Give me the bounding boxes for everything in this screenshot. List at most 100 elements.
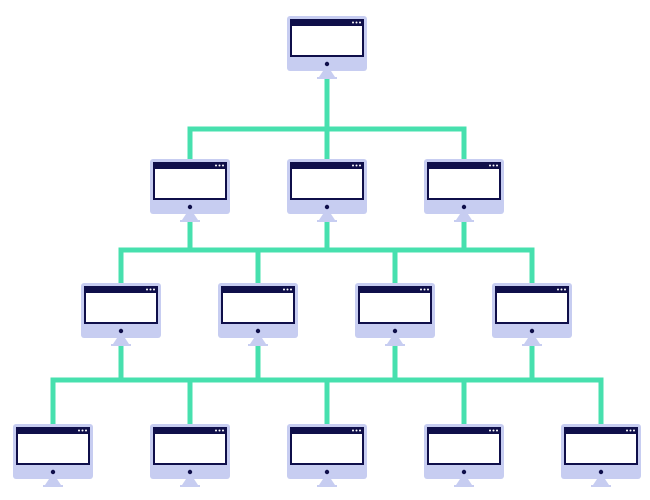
monitor-screen	[429, 169, 499, 198]
monitor-base	[111, 344, 131, 346]
window-dot	[629, 429, 632, 432]
monitor-screen	[223, 293, 293, 322]
monitor-base	[591, 485, 611, 487]
desktop-monitor-icon	[424, 159, 504, 222]
desktop-monitor-icon	[150, 424, 230, 487]
monitor-base	[317, 220, 337, 222]
monitor-base	[43, 485, 63, 487]
window-dot	[85, 429, 87, 432]
window-dot	[355, 429, 358, 432]
desktop-monitor-icon	[287, 424, 367, 487]
window-dot	[222, 429, 224, 432]
window-dot	[218, 429, 221, 432]
monitor-base	[317, 77, 337, 79]
monitor-stand	[593, 479, 609, 485]
window-dot	[492, 429, 495, 432]
window-dot	[153, 288, 155, 291]
window-dot	[146, 288, 148, 291]
monitor-screen	[497, 293, 567, 322]
monitor-base	[454, 485, 474, 487]
monitor-base	[522, 344, 542, 346]
monitor-base	[180, 220, 200, 222]
monitor-stand	[113, 338, 129, 344]
connectors	[50, 79, 604, 424]
desktop-monitor-icon	[150, 159, 230, 222]
monitor-stand	[456, 214, 472, 220]
window-dot	[149, 288, 152, 291]
window-dot	[359, 21, 361, 24]
desktop-monitor-icon	[355, 283, 435, 346]
monitor-base	[317, 485, 337, 487]
window-dot	[215, 164, 217, 167]
window-dot	[355, 21, 358, 24]
monitor-stand	[45, 479, 61, 485]
window-dot	[489, 429, 491, 432]
window-dot	[352, 429, 354, 432]
window-dot	[496, 429, 498, 432]
monitor-screen	[292, 26, 362, 55]
power-dot	[255, 328, 261, 334]
monitor-stand	[250, 338, 266, 344]
desktop-monitor-icon	[13, 424, 93, 487]
window-dot	[427, 288, 429, 291]
desktop-monitor-icon	[81, 283, 161, 346]
monitor-screen	[86, 293, 156, 322]
window-dot	[626, 429, 628, 432]
desktop-monitor-icon	[561, 424, 641, 487]
power-dot	[118, 328, 124, 334]
desktop-monitor-icon	[218, 283, 298, 346]
window-dot	[420, 288, 422, 291]
monitor-stand	[456, 479, 472, 485]
monitor-stand	[182, 479, 198, 485]
window-dot	[359, 429, 361, 432]
window-dot	[560, 288, 563, 291]
window-dot	[222, 164, 224, 167]
nodes	[13, 16, 641, 487]
monitor-screen	[360, 293, 430, 322]
window-dot	[489, 164, 491, 167]
window-dot	[496, 164, 498, 167]
monitor-base	[385, 344, 405, 346]
monitor-base	[180, 485, 200, 487]
monitor-screen	[292, 169, 362, 198]
monitor-screen	[155, 169, 225, 198]
monitor-stand	[182, 214, 198, 220]
monitor-stand	[524, 338, 540, 344]
window-dot	[215, 429, 217, 432]
window-dot	[557, 288, 559, 291]
power-dot	[324, 204, 330, 210]
power-dot	[324, 61, 330, 67]
monitor-screen	[18, 434, 88, 463]
monitor-stand	[319, 479, 335, 485]
monitor-base	[454, 220, 474, 222]
window-dot	[218, 164, 221, 167]
window-dot	[359, 164, 361, 167]
power-dot	[50, 469, 56, 475]
window-dot	[81, 429, 84, 432]
monitor-screen	[566, 434, 636, 463]
window-dot	[355, 164, 358, 167]
monitor-screen	[292, 434, 362, 463]
monitor-screen	[429, 434, 499, 463]
power-dot	[187, 469, 193, 475]
window-dot	[352, 21, 354, 24]
power-dot	[187, 204, 193, 210]
desktop-monitor-icon	[287, 159, 367, 222]
power-dot	[529, 328, 535, 334]
power-dot	[392, 328, 398, 334]
desktop-monitor-icon	[287, 16, 367, 79]
window-dot	[492, 164, 495, 167]
window-dot	[352, 164, 354, 167]
monitor-stand	[319, 71, 335, 77]
power-dot	[461, 204, 467, 210]
monitor-base	[248, 344, 268, 346]
power-dot	[324, 469, 330, 475]
monitor-stand	[319, 214, 335, 220]
window-dot	[286, 288, 289, 291]
window-dot	[564, 288, 566, 291]
window-dot	[290, 288, 292, 291]
window-dot	[633, 429, 635, 432]
window-dot	[283, 288, 285, 291]
desktop-monitor-icon	[492, 283, 572, 346]
